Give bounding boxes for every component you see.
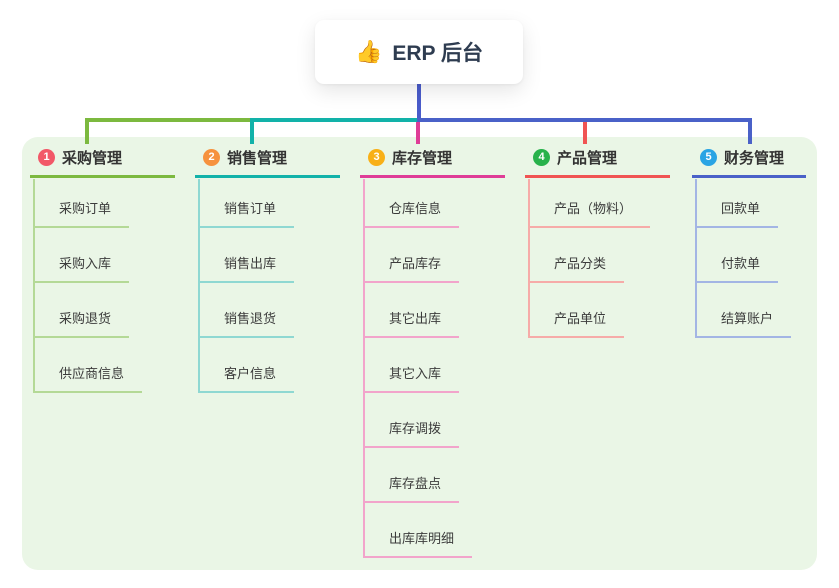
child-node-label[interactable]: 库存盘点 [365,473,460,503]
child-node-label[interactable]: 销售退货 [200,308,295,338]
child-node: 其它出库 [365,283,472,338]
branch-number-badge: 3 [368,149,385,166]
child-node-label[interactable]: 产品分类 [530,253,625,283]
child-node-label[interactable]: 库存调拨 [365,418,460,448]
child-node-label[interactable]: 结算账户 [697,308,792,338]
child-node: 供应商信息 [35,338,143,393]
root-node-label: ERP 后台 [392,42,484,65]
child-node: 采购入库 [35,228,142,283]
child-node-label[interactable]: 销售订单 [200,198,295,228]
child-node: 产品（物料） [530,179,651,228]
branch-drop-line-3 [416,121,420,144]
child-node: 库存盘点 [365,448,472,503]
child-node: 付款单 [697,228,791,283]
branch-children-4: 产品（物料） 产品分类产品单位 [528,179,651,338]
branch-node-1[interactable]: 1 采购管理 [30,147,175,178]
child-node-label[interactable]: 供应商信息 [35,363,143,393]
child-node: 库存调拨 [365,393,472,448]
child-node-label[interactable]: 客户信息 [200,363,295,393]
child-node-label[interactable]: 销售出库 [200,253,295,283]
branch-number-badge: 2 [203,149,220,166]
bus-line-3 [417,118,752,122]
child-node: 产品单位 [530,283,650,338]
branch-drop-line-5 [748,121,752,144]
branch-drop-line-2 [250,121,254,144]
child-node: 客户信息 [200,338,295,393]
child-node: 其它入库 [365,338,472,393]
child-node-label[interactable]: 产品（物料） [530,198,651,228]
branch-node-5[interactable]: 5 财务管理 [692,147,806,178]
branch-drop-line-1 [85,121,89,144]
child-node-label[interactable]: 出库库明细 [365,528,473,558]
branch-label: 财务管理 [724,150,785,167]
branch-drop-line-4 [583,121,587,144]
branches-panel [22,137,817,570]
child-node-label[interactable]: 采购订单 [35,198,130,228]
branch-node-2[interactable]: 2 销售管理 [195,147,340,178]
child-node: 采购订单 [35,179,142,228]
bus-line-2 [250,118,419,122]
branch-number-badge: 5 [700,149,717,166]
branch-label: 产品管理 [557,150,618,167]
branch-node-3[interactable]: 3 库存管理 [360,147,505,178]
child-node-label[interactable]: 采购入库 [35,253,130,283]
child-node: 出库库明细 [365,503,473,558]
child-node: 采购退货 [35,283,142,338]
child-node: 销售出库 [200,228,295,283]
child-node-label[interactable]: 采购退货 [35,308,130,338]
child-node-label[interactable]: 其它入库 [365,363,460,393]
child-node: 回款单 [697,179,791,228]
branch-children-3: 仓库信息产品库存其它出库其它入库库存调拨库存盘点出库库明细 [363,179,473,558]
child-node: 销售退货 [200,283,295,338]
child-node-label[interactable]: 仓库信息 [365,198,460,228]
child-node: 结算账户 [697,283,792,338]
child-node: 仓库信息 [365,179,472,228]
branch-number-badge: 1 [38,149,55,166]
branch-children-5: 回款单付款单结算账户 [695,179,792,338]
child-node-label[interactable]: 付款单 [697,253,779,283]
branch-label: 采购管理 [62,150,123,167]
branch-node-4[interactable]: 4 产品管理 [525,147,670,178]
thumbs-up-icon: 👍 [354,39,383,64]
branch-children-1: 采购订单采购入库采购退货供应商信息 [33,179,143,393]
bus-line-1 [85,118,254,122]
child-node-label[interactable]: 其它出库 [365,308,460,338]
child-node-label[interactable]: 回款单 [697,198,779,228]
branch-label: 库存管理 [392,150,453,167]
child-node: 产品分类 [530,228,650,283]
branch-label: 销售管理 [227,150,288,167]
child-node-label[interactable]: 产品库存 [365,253,460,283]
root-node-erp[interactable]: 👍 ERP 后台 [315,20,523,84]
child-node: 销售订单 [200,179,295,228]
child-node: 产品库存 [365,228,472,283]
branch-children-2: 销售订单销售出库销售退货客户信息 [198,179,295,393]
root-stem-line [417,84,421,121]
branch-number-badge: 4 [533,149,550,166]
child-node-label[interactable]: 产品单位 [530,308,625,338]
